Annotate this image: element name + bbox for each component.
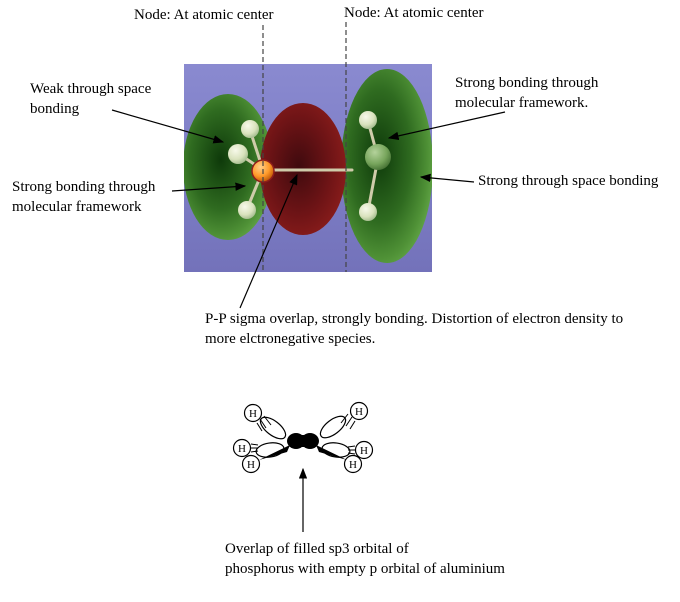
arrow-strong-framework-right <box>387 111 506 140</box>
annotation-strong-framework-left: Strong bonding through molecular framewo… <box>12 179 156 215</box>
annotation-arrows <box>111 109 506 532</box>
h-atom-sphere <box>238 201 256 219</box>
sketch-lobes <box>255 415 351 458</box>
h-label: H <box>355 406 363 418</box>
h-label: H <box>349 459 357 471</box>
node-label-right: Node: At atomic center <box>344 5 484 21</box>
node-dashed-lines <box>262 22 347 272</box>
arrow-strong-space <box>419 173 475 183</box>
annotation-strong-framework-right: Strong bonding through molecular framewo… <box>455 75 599 111</box>
bottom-figure-caption: Overlap of filled sp3 orbital of phospho… <box>225 541 505 577</box>
arrow-strong-framework-left <box>171 182 247 192</box>
arrow-weak-space <box>111 109 225 144</box>
annotation-strong-through-space: Strong through space bonding <box>478 173 659 189</box>
node-label-left: Node: At atomic center <box>134 7 274 23</box>
h-atom-circles <box>232 401 374 474</box>
annotation-sigma-overlap: P-P sigma overlap, strongly bonding. Dis… <box>205 311 624 347</box>
h-atom-labels: H H H H H H <box>238 406 368 471</box>
arrow-sigma-overlap <box>239 173 298 309</box>
wedge-bonds <box>259 445 347 460</box>
h-label: H <box>238 443 246 455</box>
h-atom-sphere <box>359 203 377 221</box>
h-label: H <box>249 408 257 420</box>
hatch-bond-lines <box>250 413 356 455</box>
h-label: H <box>360 445 368 457</box>
h-label: H <box>247 459 255 471</box>
h-atom-sphere <box>359 111 377 129</box>
h-atom-sphere <box>228 144 248 164</box>
annotation-weak-through-space: Weak through space bonding <box>30 81 152 117</box>
molecule-sketch: H H H H H H <box>232 401 374 474</box>
atom-spheres <box>228 111 391 221</box>
orbital-render <box>184 64 432 272</box>
h-atom-sphere <box>241 120 259 138</box>
central-p-orbital <box>287 433 319 449</box>
p-atom-sphere <box>365 144 391 170</box>
